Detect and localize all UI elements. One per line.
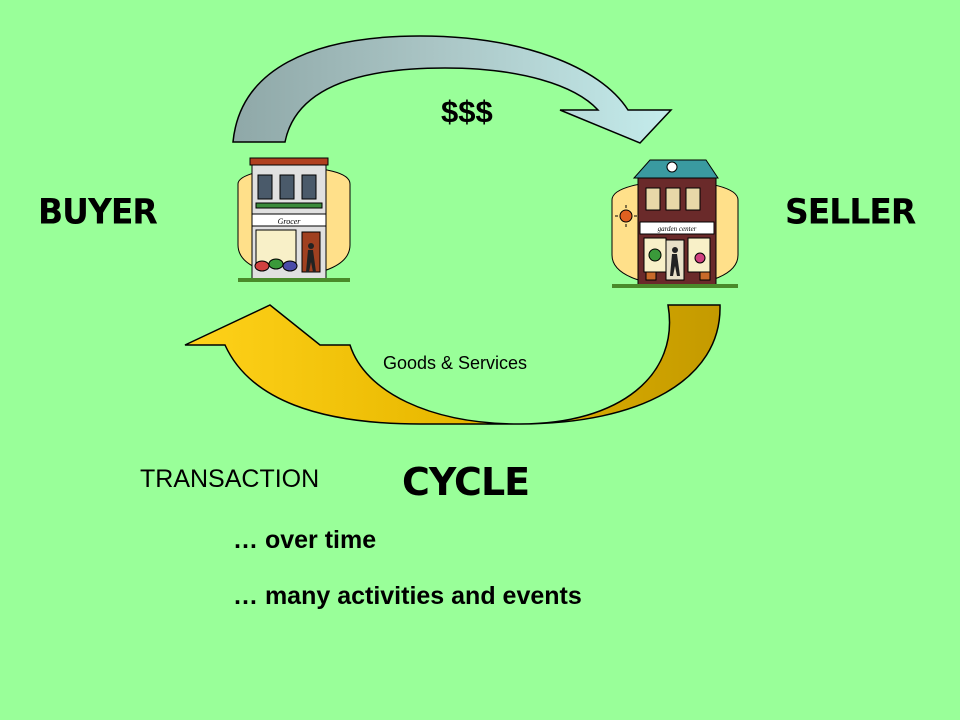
money-flow-arrow [232,35,673,144]
title-cycle: CYCLE [402,460,530,504]
garden-center-shop-icon: garden center [611,159,739,288]
grocer-sign: Grocer [278,217,302,226]
goods-flow-label: Goods & Services [383,353,528,373]
money-flow-label: $$$ [441,94,493,129]
title-transaction: TRANSACTION [140,465,320,493]
seller-label: SELLER [785,191,916,232]
note-activities-events: … many activities and events [233,582,582,610]
note-over-time: … over time [233,526,377,554]
garden-center-sign: garden center [658,225,697,233]
grocer-shop-icon: Grocer [237,157,351,282]
buyer-label: BUYER [38,191,158,232]
goods-flow-arrow [184,304,721,425]
